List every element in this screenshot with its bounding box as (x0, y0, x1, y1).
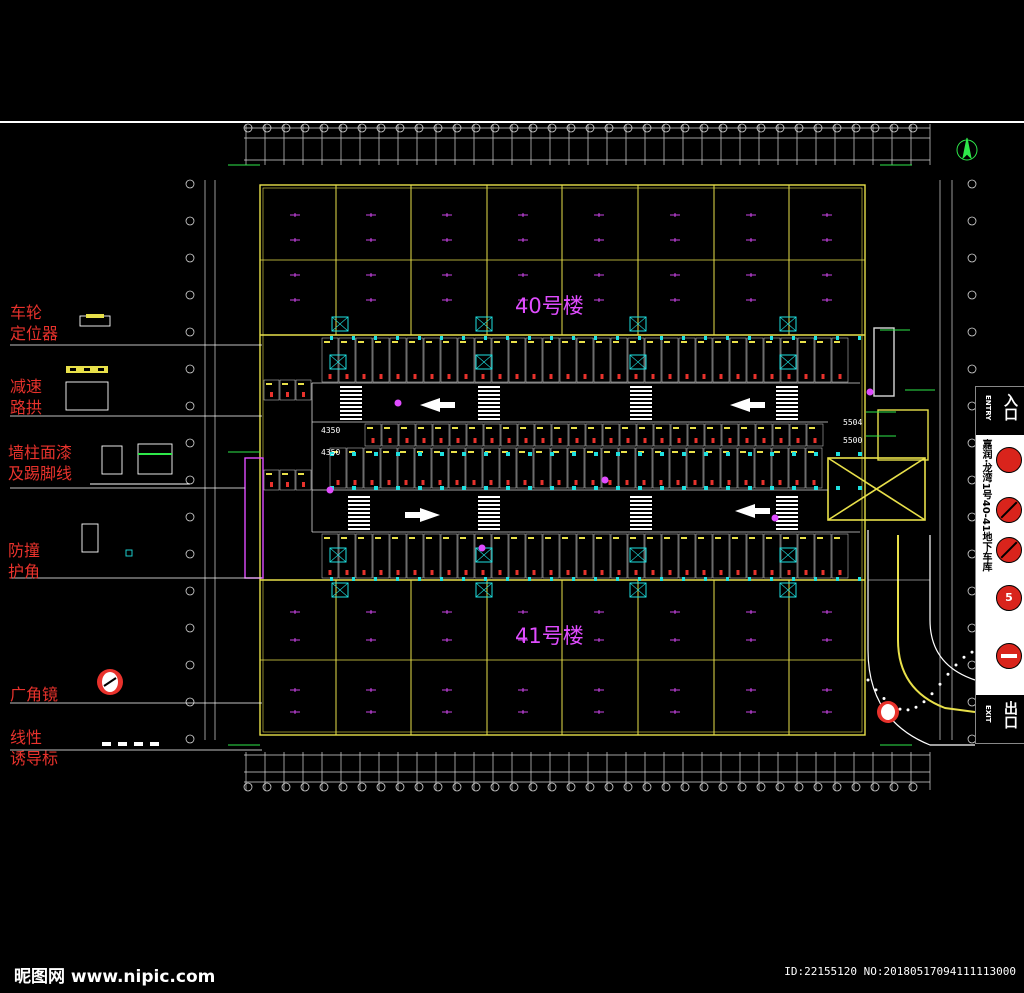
direction-arrows (405, 398, 770, 522)
north-arrow (956, 137, 978, 161)
exit-en-text: EXIT (984, 705, 992, 723)
dimension-text-2: 4350 (321, 448, 341, 457)
legend-wall-paint: 墙柱面漆 及踢脚线 (8, 443, 73, 483)
dimension-text-1: 4350 (321, 426, 341, 435)
speed-limit-sign: 5 (996, 585, 1022, 611)
entry-text: 入口 (1002, 393, 1018, 421)
detail-marks (228, 164, 974, 746)
legend-symbols (65, 314, 190, 746)
garage-name-strip: 嘉润·龙湾1号40-41地下车库 (980, 439, 991, 572)
ramp-mirror (877, 701, 899, 723)
structural-grid (259, 185, 866, 736)
entry-sign: 入口 ENTRY (976, 387, 1024, 435)
entry-en-text: ENTRY (984, 395, 992, 421)
parking-stalls (263, 337, 849, 579)
building-label-south: 41号楼 (515, 624, 584, 648)
no-smoking-sign (996, 537, 1022, 563)
dimension-text-3: 5504 (843, 418, 863, 427)
legend-leader-lines (10, 344, 262, 751)
axis-bubbles (185, 123, 977, 792)
site-logo: 昵图网 www.nipic.com (14, 967, 216, 987)
dimension-lines (204, 124, 953, 790)
exit-sign: 出口 EXIT (976, 695, 1024, 743)
entry-exit-sign: 入口 ENTRY 嘉润·龙湾1号40-41地下车库 5 出口 EXIT (975, 386, 1024, 744)
building-outline (244, 184, 929, 736)
pedestrian-crossings (340, 386, 798, 530)
legend-wide-angle-mirror: 广角镜 (10, 685, 59, 704)
no-parking-sign (996, 497, 1022, 523)
no-entry-sign (996, 643, 1022, 669)
legend-linear-guide: 线性 诱导标 (10, 728, 59, 768)
legend-wheel-stopper: 车轮 定位器 (10, 303, 59, 343)
legend-speed-bump: 减速 路拱 (10, 377, 43, 417)
image-id: ID:22155120 NO:20180517094111113000 (784, 965, 1016, 978)
no-horn-sign (996, 447, 1022, 473)
building-label-north: 40号楼 (515, 294, 584, 318)
legend-corner-guard: 防撞 护角 (8, 541, 41, 581)
dimension-text-4: 5500 (843, 436, 863, 445)
exit-text: 出口 (1002, 701, 1018, 729)
